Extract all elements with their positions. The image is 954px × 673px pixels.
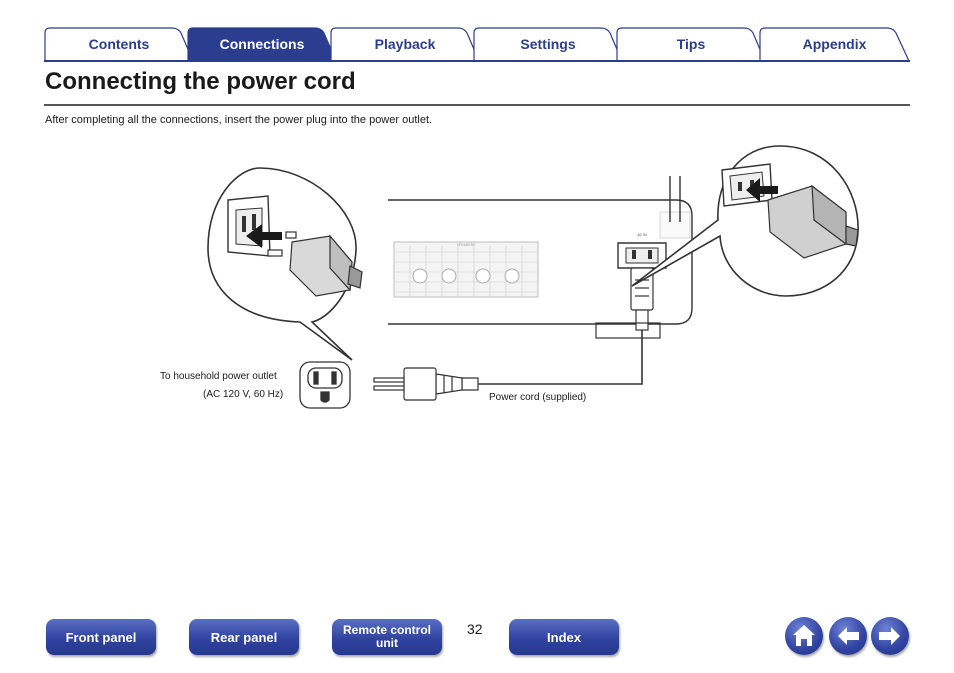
remote-button-line1: Remote control (342, 623, 431, 637)
home-button[interactable] (785, 617, 823, 655)
tab-label: Settings (520, 36, 576, 52)
tab-label: Contents (88, 36, 150, 52)
power-cord-illustration: SPEAKERS AC IN (207, 145, 859, 409)
intro-text: After completing all the connections, in… (45, 114, 433, 126)
tab-bar: Contents Connections Playback Settings T… (44, 27, 910, 61)
ac-inlet: AC IN (617, 233, 667, 269)
arrow-left-icon (838, 627, 859, 645)
speaker-terminals: SPEAKERS (393, 241, 539, 298)
tab-shape (616, 27, 766, 61)
rating-label (659, 211, 691, 239)
home-icon (793, 625, 815, 646)
front-panel-button[interactable]: Front panel (46, 619, 156, 655)
index-button[interactable]: Index (509, 619, 619, 655)
wall-outlet (299, 361, 351, 409)
tab-shape (473, 27, 623, 61)
tab-label: Tips (676, 36, 706, 52)
wall-plug (373, 367, 479, 401)
tab-contents[interactable]: Contents (44, 27, 194, 61)
page-title: Connecting the power cord (45, 68, 356, 95)
tab-shape (759, 27, 910, 61)
outlet-voltage-caption: (AC 120 V, 60 Hz) (203, 389, 284, 400)
remote-control-unit-button[interactable]: Remote control unit (332, 619, 442, 655)
inlet-callout (631, 145, 859, 297)
tab-bar-underline (44, 60, 910, 62)
tab-shape (330, 27, 480, 61)
power-cord (478, 330, 643, 385)
tab-label: Connections (219, 36, 305, 52)
tab-tips[interactable]: Tips (616, 27, 766, 61)
tab-appendix[interactable]: Appendix (759, 27, 910, 61)
tab-settings[interactable]: Settings (473, 27, 623, 61)
tab-label: Appendix (802, 36, 867, 52)
remote-button-line2: unit (376, 636, 398, 650)
iec-plug (595, 267, 661, 339)
tab-playback[interactable]: Playback (330, 27, 480, 61)
tab-shape (187, 27, 337, 61)
tab-connections[interactable]: Connections (187, 27, 337, 61)
tab-label: Playback (374, 36, 436, 52)
ac-inlet-label: AC IN (637, 233, 647, 237)
page-number: 32 (467, 621, 483, 637)
rear-panel (388, 199, 693, 325)
outlet-callout (207, 167, 363, 361)
power-cord-caption: Power cord (supplied) (489, 392, 587, 403)
title-divider (44, 104, 910, 106)
forward-button[interactable] (871, 617, 909, 655)
arrow-right-icon (879, 627, 900, 645)
tab-shape (44, 27, 194, 61)
outlet-caption: To household power outlet (160, 371, 277, 382)
back-button[interactable] (829, 617, 867, 655)
speaker-panel-label: SPEAKERS (457, 243, 477, 247)
rear-panel-button[interactable]: Rear panel (189, 619, 299, 655)
